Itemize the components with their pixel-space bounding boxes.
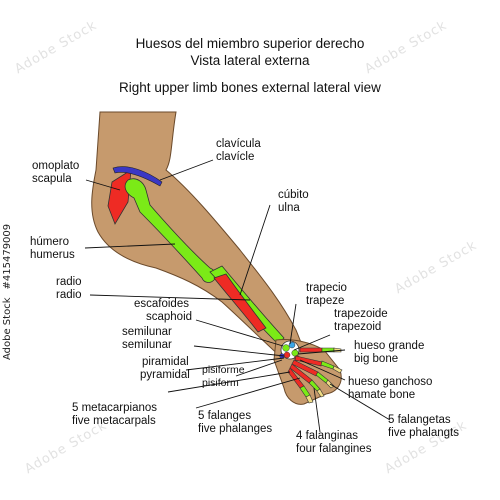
label-trapezium: trapecio trapeze xyxy=(306,282,347,308)
title-spanish-line2: Vista lateral externa xyxy=(190,53,310,68)
radius-bone xyxy=(213,273,267,333)
metacarpal-bone xyxy=(294,355,323,367)
label-ulna: cúbito ulna xyxy=(278,189,309,215)
label-triquetrum-en: pyramidal xyxy=(140,369,190,381)
fingertip-nail xyxy=(332,365,343,374)
label-falangetas-en: five phalangts xyxy=(388,427,459,439)
label-falangines: 4 falanginas four falangines xyxy=(296,430,371,456)
leader-line xyxy=(193,345,285,357)
label-trapezium-en: trapeze xyxy=(306,295,345,307)
label-trapezium-es: trapecio xyxy=(306,282,347,294)
leader-line xyxy=(329,383,391,421)
label-pisiform-en: pisiform xyxy=(202,377,239,389)
label-lunate-en: semilunar xyxy=(122,339,172,351)
label-trapezoid: trapezoide trapezoid xyxy=(334,308,388,334)
leader-line xyxy=(89,294,251,301)
label-ulna-en: ulna xyxy=(278,202,300,214)
label-lunate: semilunar semilunar xyxy=(122,326,172,352)
leader-line xyxy=(159,159,214,181)
metacarpal-bone xyxy=(299,347,323,353)
label-pisiform-es: pisiforme xyxy=(202,364,245,376)
leader-line xyxy=(195,377,301,409)
label-radius-es: radio xyxy=(56,276,82,288)
label-pisiform: pisiforme pisiform xyxy=(202,364,245,390)
metacarpal-bone xyxy=(291,359,319,377)
title-english: Right upper limb bones external lateral … xyxy=(119,80,381,95)
label-humerus-en: humerus xyxy=(30,249,75,261)
label-scaphoid-es: escafoides xyxy=(134,298,189,310)
label-scaphoid: escafoides scaphoid xyxy=(134,298,192,324)
label-trapezoid-en: trapezoid xyxy=(334,321,382,333)
label-falangines-es: 4 falanginas xyxy=(296,430,359,442)
label-clavicle-es: clavícula xyxy=(216,138,261,150)
leader-line xyxy=(313,387,321,433)
label-phalanges-es: 5 falanges xyxy=(198,410,252,422)
leader-lines xyxy=(84,159,391,433)
finger-bones xyxy=(287,347,343,404)
label-falangetas-es: 5 falangetas xyxy=(388,414,451,426)
label-clavicle: clavícula clavícle xyxy=(216,138,261,164)
label-phalanges: 5 falanges five phalanges xyxy=(198,410,272,436)
lunate-bone xyxy=(283,351,291,359)
leader-line xyxy=(299,359,346,381)
label-falangines-en: four falangines xyxy=(296,443,372,455)
label-capitate-es: hueso grande xyxy=(354,340,425,352)
leader-line xyxy=(195,319,284,347)
leader-line xyxy=(297,349,346,355)
title-spanish-line1: Huesos del miembro superior derecho xyxy=(135,36,365,51)
leader-line xyxy=(185,357,285,371)
label-lunate-es: semilunar xyxy=(122,326,172,338)
leader-line xyxy=(85,179,121,191)
label-metacarpals-es: 5 metacarpianos xyxy=(72,402,158,414)
label-phalanges-en: five phalanges xyxy=(198,423,273,435)
arm-skin xyxy=(91,111,303,359)
label-scapula-en: scapula xyxy=(32,173,72,185)
leader-line xyxy=(293,334,331,351)
label-ulna-es: cúbito xyxy=(278,189,309,201)
label-scaphoid-en: scaphoid xyxy=(146,311,193,323)
leader-line xyxy=(167,371,291,393)
label-radius-en: radio xyxy=(56,289,82,301)
label-falangetas: 5 falangetas five phalangts xyxy=(388,414,459,440)
label-hamate-es: hueso ganchoso xyxy=(348,376,433,388)
label-humerus: húmero humerus xyxy=(30,236,75,262)
leader-line xyxy=(235,359,283,377)
label-capitate: hueso grande big bone xyxy=(354,340,424,366)
label-scapula-es: omoplato xyxy=(32,160,80,172)
label-trapezoid-es: trapezoide xyxy=(334,308,388,320)
label-radius: radio radio xyxy=(56,276,82,302)
label-humerus-es: húmero xyxy=(30,236,69,248)
label-metacarpals-en: five metacarpals xyxy=(72,415,156,427)
label-hamate-en: hamate bone xyxy=(348,389,416,401)
fingertip-nail xyxy=(305,394,314,404)
scaphoid-bone xyxy=(282,344,290,352)
label-scapula: omoplato scapula xyxy=(32,160,79,186)
humerus-bone xyxy=(124,178,217,283)
leader-line xyxy=(239,204,271,296)
label-triquetrum-es: piramidal xyxy=(142,356,189,368)
leader-line xyxy=(289,303,297,345)
clavicle-bone xyxy=(112,166,163,187)
fingertip-nail xyxy=(316,388,325,398)
label-clavicle-en: clavícle xyxy=(216,151,255,163)
label-capitate-en: big bone xyxy=(354,353,399,365)
leader-line xyxy=(84,243,176,249)
label-triquetrum: piramidal pyramidal xyxy=(140,356,190,382)
label-hamate: hueso ganchoso hamate bone xyxy=(348,376,432,402)
label-metacarpals: 5 metacarpianos five metacarpals xyxy=(72,402,157,428)
